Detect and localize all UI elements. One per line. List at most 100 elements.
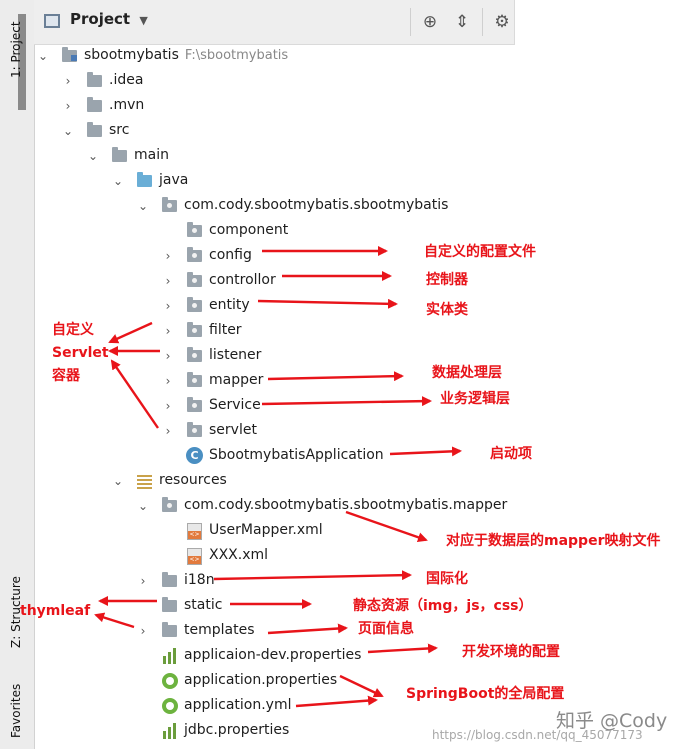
gear-icon[interactable]: ⚙ — [494, 12, 510, 32]
chevron-right-icon[interactable]: › — [165, 349, 171, 363]
tree-label: servlet — [209, 422, 257, 438]
chevron-down-icon[interactable]: ▼ — [139, 14, 148, 27]
tool-window-sidebar: 1: Project Z: Structure Favorites — [0, 0, 35, 749]
note-templates: 页面信息 — [358, 621, 414, 637]
package-icon — [187, 322, 202, 337]
chevron-right-icon[interactable]: › — [140, 624, 146, 638]
xml-file-icon — [187, 548, 202, 565]
tree-row-mapper-package[interactable]: ⌄ com.cody.sbootmybatis.sbootmybatis.map… — [34, 494, 514, 519]
chevron-down-icon[interactable]: ⌄ — [137, 499, 149, 513]
tree-row-static[interactable]: static — [34, 594, 514, 619]
tree-row-idea[interactable]: › .idea — [34, 69, 514, 94]
project-view-icon — [44, 14, 60, 28]
tree-label: Service — [209, 397, 261, 413]
tree-row-listener[interactable]: › listener — [34, 344, 514, 369]
chevron-right-icon[interactable]: › — [140, 574, 146, 588]
zhihu-watermark: 知乎 @Cody — [556, 710, 668, 732]
spring-config-icon — [162, 673, 178, 689]
project-view-title[interactable]: Project ▼ — [70, 10, 148, 28]
root-path: F:\sbootmybatis — [184, 48, 289, 63]
tree-label: component — [209, 222, 289, 238]
note-servlet-line-3: 容器 — [52, 368, 80, 384]
chevron-right-icon[interactable]: › — [165, 374, 171, 388]
tree-label: SbootmybatisApplication — [209, 447, 384, 463]
chevron-right-icon[interactable]: › — [165, 249, 171, 263]
spring-boot-class-icon — [186, 447, 203, 464]
chevron-right-icon[interactable]: › — [165, 299, 171, 313]
spring-config-icon — [162, 698, 178, 714]
tree-label: config — [209, 247, 252, 263]
package-icon — [187, 247, 202, 262]
module-folder-icon — [62, 47, 77, 62]
xml-file-icon — [187, 523, 202, 540]
tree-label: jdbc.properties — [184, 722, 290, 738]
chevron-down-icon[interactable]: ⌄ — [137, 199, 149, 213]
properties-file-icon — [162, 648, 177, 664]
tree-row-jdbc-properties[interactable]: jdbc.properties — [34, 719, 514, 744]
package-icon — [187, 397, 202, 412]
package-icon — [162, 197, 177, 212]
tab-project[interactable]: 1: Project — [9, 21, 23, 78]
chevron-right-icon[interactable]: › — [65, 74, 71, 88]
tree-label: application.yml — [184, 697, 292, 713]
tree-row-resources[interactable]: ⌄ resources — [34, 469, 514, 494]
tab-favorites[interactable]: Favorites — [9, 683, 23, 738]
tree-row-application-class[interactable]: SbootmybatisApplication — [34, 444, 514, 469]
tree-row-templates[interactable]: › templates — [34, 619, 514, 644]
tree-row-entity[interactable]: › entity — [34, 294, 514, 319]
tree-row-xxx-xml[interactable]: XXX.xml — [34, 544, 514, 569]
tree-row-component[interactable]: component — [34, 219, 514, 244]
tree-row-servlet[interactable]: › servlet — [34, 419, 514, 444]
tree-row-src[interactable]: ⌄ src — [34, 119, 514, 144]
tree-row-controllor[interactable]: › controllor — [34, 269, 514, 294]
note-mapper: 数据处理层 — [432, 365, 502, 381]
tree-row-usermapper-xml[interactable]: UserMapper.xml — [34, 519, 514, 544]
tree-row-mapper[interactable]: › mapper — [34, 369, 514, 394]
chevron-down-icon[interactable]: ⌄ — [37, 49, 49, 63]
target-icon[interactable]: ⊕ — [422, 12, 438, 32]
tree-label: applicaion-dev.properties — [184, 647, 362, 663]
tree-row-service[interactable]: › Service — [34, 394, 514, 419]
tree-row-i18n[interactable]: › i18n — [34, 569, 514, 594]
tree-row-filter[interactable]: › filter — [34, 319, 514, 344]
tree-row-config[interactable]: › config — [34, 244, 514, 269]
package-icon — [187, 272, 202, 287]
tree-label: com.cody.sbootmybatis.sbootmybatis.mappe… — [184, 497, 508, 513]
chevron-down-icon[interactable]: ⌄ — [112, 174, 124, 188]
note-dev-properties: 开发环境的配置 — [462, 644, 560, 660]
chevron-right-icon[interactable]: › — [165, 274, 171, 288]
toolbar-separator — [482, 8, 483, 36]
properties-file-icon — [162, 723, 177, 739]
chevron-right-icon[interactable]: › — [165, 399, 171, 413]
package-icon — [187, 297, 202, 312]
note-service: 业务逻辑层 — [440, 391, 510, 407]
chevron-down-icon[interactable]: ⌄ — [62, 124, 74, 138]
chevron-right-icon[interactable]: › — [165, 324, 171, 338]
chevron-down-icon[interactable]: ⌄ — [112, 474, 124, 488]
tree-label: listener — [209, 347, 262, 363]
package-icon — [187, 347, 202, 362]
tree-row-application-yml[interactable]: application.yml — [34, 694, 514, 719]
tree-row-main[interactable]: ⌄ main — [34, 144, 514, 169]
note-servlet-line-2: Servlet — [52, 345, 109, 361]
tree-label: i18n — [184, 572, 215, 588]
tree-label: .idea — [109, 72, 144, 88]
chevron-down-icon[interactable]: ⌄ — [87, 149, 99, 163]
note-mapper-xml: 对应于数据层的mapper映射文件 — [446, 533, 661, 549]
tree-row-mvn[interactable]: › .mvn — [34, 94, 514, 119]
chevron-right-icon[interactable]: › — [65, 99, 71, 113]
tree-label: templates — [184, 622, 255, 638]
tree-row-package[interactable]: ⌄ com.cody.sbootmybatis.sbootmybatis — [34, 194, 514, 219]
tree-label: static — [184, 597, 223, 613]
tree-row-dev-properties[interactable]: applicaion-dev.properties — [34, 644, 514, 669]
note-controllor: 控制器 — [426, 272, 468, 288]
folder-icon — [162, 572, 177, 587]
tree-row-java[interactable]: ⌄ java — [34, 169, 514, 194]
toolbar-separator — [410, 8, 411, 36]
collapse-icon[interactable]: ⇕ — [454, 12, 470, 32]
tree-label: application.properties — [184, 672, 338, 688]
chevron-right-icon[interactable]: › — [165, 424, 171, 438]
tree-row-application-properties[interactable]: application.properties — [34, 669, 514, 694]
